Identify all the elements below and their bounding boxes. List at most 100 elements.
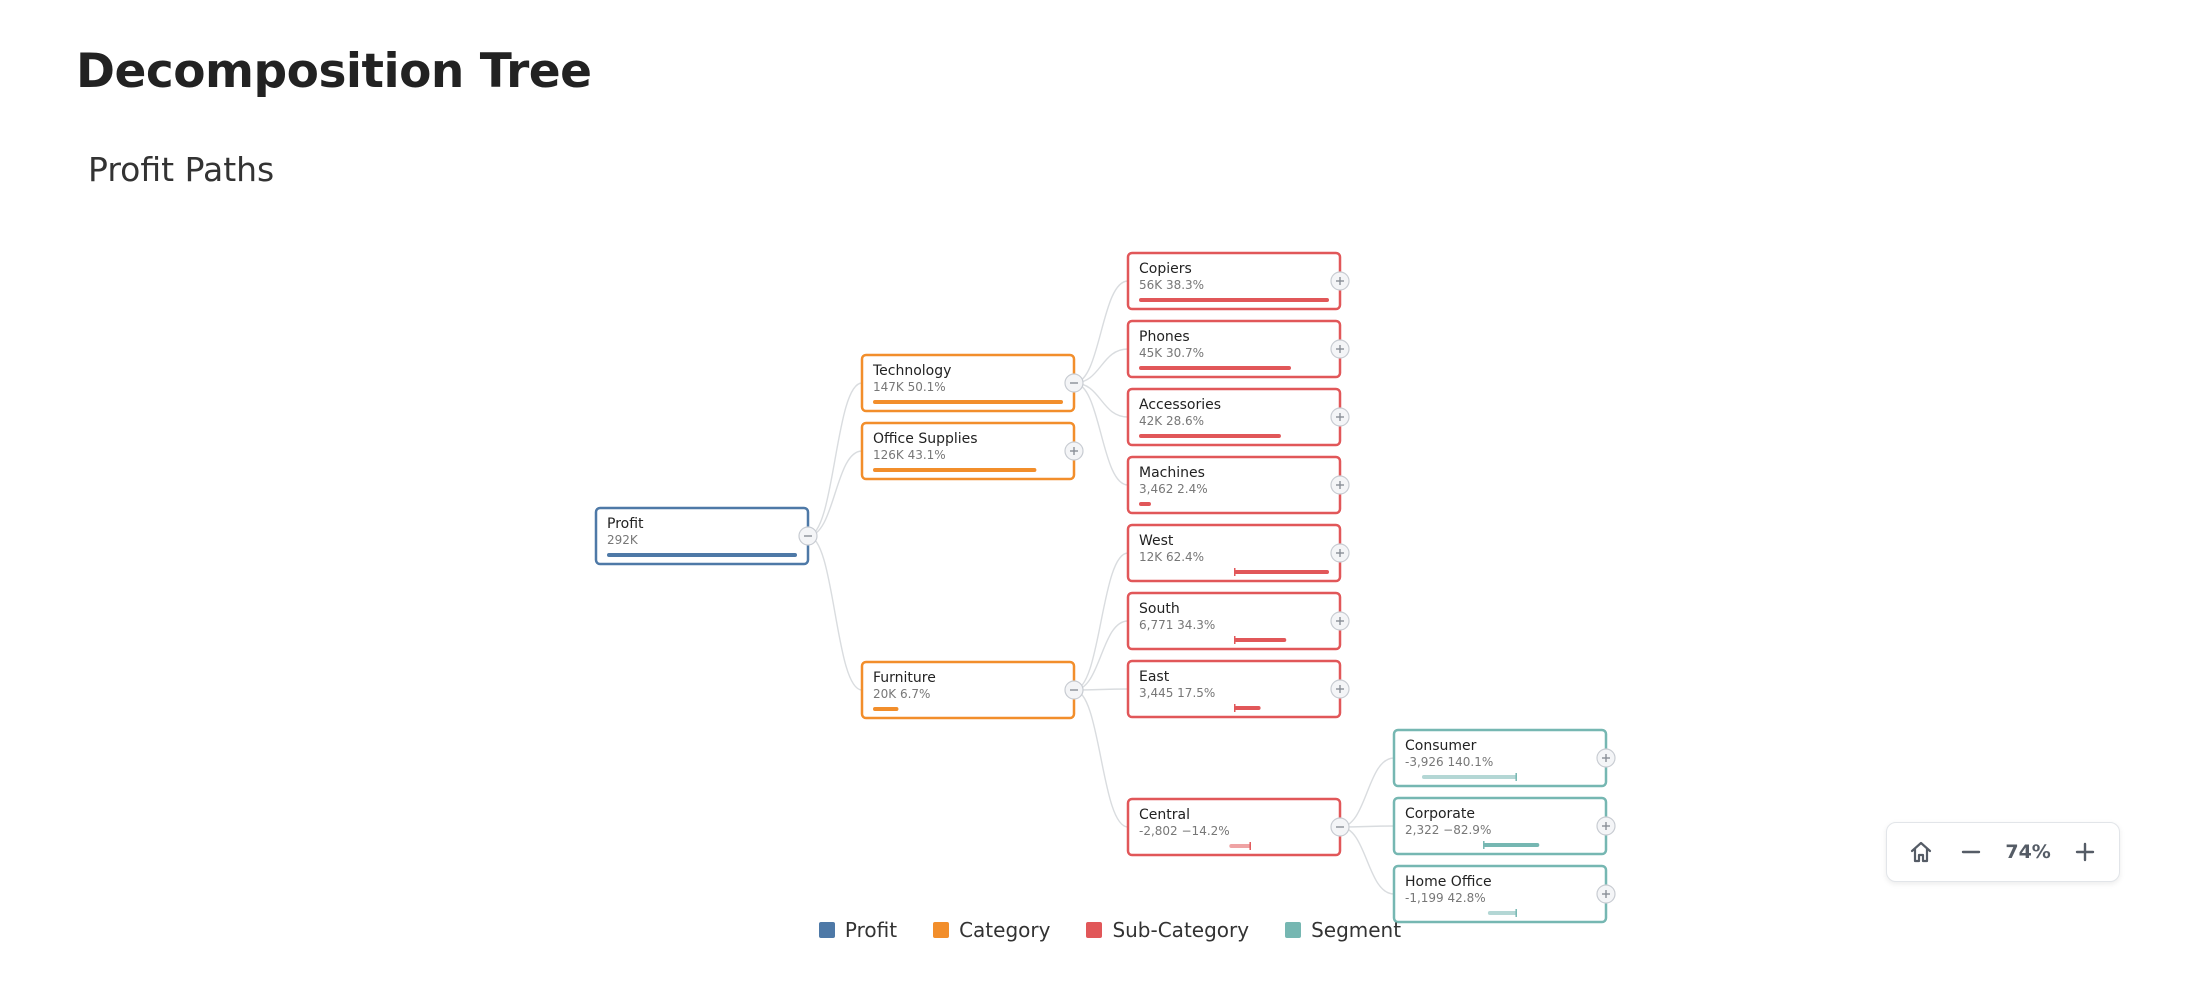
tree-edge (1073, 382, 1129, 486)
expand-button[interactable] (1330, 339, 1350, 359)
collapse-button[interactable] (1064, 373, 1084, 393)
expand-button[interactable] (1596, 884, 1616, 904)
expand-button[interactable] (1064, 441, 1084, 461)
expand-button[interactable] (1330, 407, 1350, 427)
node-bar (1234, 570, 1329, 574)
expand-button[interactable] (1330, 543, 1350, 563)
node-bar (873, 707, 899, 711)
node-bar-tick (1249, 842, 1251, 850)
node-bar-tick (1515, 909, 1517, 917)
node-value: -3,926 140.1% (1405, 755, 1493, 769)
legend-swatch (1086, 922, 1103, 938)
node-value: -1,199 42.8% (1405, 891, 1486, 905)
node-label: Central (1139, 807, 1190, 823)
tree-edge (1339, 826, 1395, 895)
node-label: Copiers (1139, 261, 1192, 277)
expand-button[interactable] (1596, 816, 1616, 836)
node-label: Furniture (873, 670, 936, 686)
expand-button[interactable] (1330, 611, 1350, 631)
legend-label: Sub-Category (1112, 918, 1250, 942)
tree-edge (807, 450, 863, 537)
node-label: Machines (1139, 465, 1205, 481)
node-value: 3,445 17.5% (1139, 686, 1215, 700)
node-bar-tick (1483, 841, 1485, 849)
tree-node-home-office[interactable]: Home Office-1,199 42.8% (1392, 864, 1616, 924)
zoom-out-button[interactable] (1955, 836, 1987, 868)
zoom-controls: 74% (1886, 822, 2120, 882)
node-bar (1487, 911, 1517, 915)
node-value: 2,322 −82.9% (1405, 823, 1491, 837)
page-title: Decomposition Tree (76, 44, 592, 99)
chart-subtitle: Profit Paths (88, 150, 275, 189)
expand-button[interactable] (1330, 679, 1350, 699)
node-bar (1139, 366, 1291, 370)
node-label: East (1139, 669, 1170, 685)
node-value: 3,462 2.4% (1139, 482, 1208, 496)
node-label: Office Supplies (873, 431, 978, 447)
node-bar (873, 468, 1037, 472)
node-bar-tick (1234, 704, 1236, 712)
node-bar (1139, 298, 1329, 302)
node-bar (1139, 434, 1281, 438)
tree-edge (1073, 689, 1129, 828)
tree-node-consumer[interactable]: Consumer-3,926 140.1% (1392, 728, 1616, 788)
node-value: 56K 38.3% (1139, 278, 1204, 292)
node-label: Consumer (1405, 738, 1477, 754)
node-bar-tick (1515, 773, 1517, 781)
node-bar (1229, 844, 1251, 848)
node-bar (1421, 775, 1517, 779)
legend-label: Category (959, 918, 1051, 942)
node-label: Corporate (1405, 806, 1475, 822)
node-label: Profit (607, 516, 644, 532)
tree-edge (807, 535, 863, 691)
node-bar (607, 553, 797, 557)
node-label: Accessories (1139, 397, 1221, 413)
node-label: Technology (872, 363, 951, 379)
tree-edge (1339, 757, 1395, 828)
zoom-in-button[interactable] (2069, 836, 2101, 868)
collapse-button[interactable] (1330, 817, 1350, 837)
node-value: 292K (607, 533, 639, 547)
node-bar (1234, 706, 1261, 710)
node-value: 12K 62.4% (1139, 550, 1204, 564)
node-label: West (1139, 533, 1174, 549)
legend-item-segment: Segment (1285, 918, 1401, 942)
node-value: -2,802 −14.2% (1139, 824, 1230, 838)
node-bar (1483, 843, 1540, 847)
node-bar (1234, 638, 1287, 642)
legend-swatch (1285, 922, 1302, 938)
minus-icon (1961, 850, 1981, 854)
expand-button[interactable] (1596, 748, 1616, 768)
tree-edge (1073, 552, 1129, 691)
node-label: Phones (1139, 329, 1190, 345)
legend-swatch (933, 922, 950, 938)
node-bar-tick (1234, 568, 1236, 576)
node-value: 45K 30.7% (1139, 346, 1204, 360)
node-label: South (1139, 601, 1180, 617)
node-bar (873, 400, 1063, 404)
node-label: Home Office (1405, 874, 1492, 890)
tree-node-central[interactable]: Central-2,802 −14.2% (1126, 797, 1350, 857)
tree-edge (1073, 620, 1129, 691)
home-button[interactable] (1905, 836, 1937, 868)
legend-item-sub-category: Sub-Category (1086, 918, 1249, 942)
collapse-button[interactable] (1064, 680, 1084, 700)
home-icon (1910, 841, 1932, 863)
expand-button[interactable] (1330, 271, 1350, 291)
tree-edge (1073, 280, 1129, 384)
expand-button[interactable] (1330, 475, 1350, 495)
collapse-button[interactable] (798, 526, 818, 546)
